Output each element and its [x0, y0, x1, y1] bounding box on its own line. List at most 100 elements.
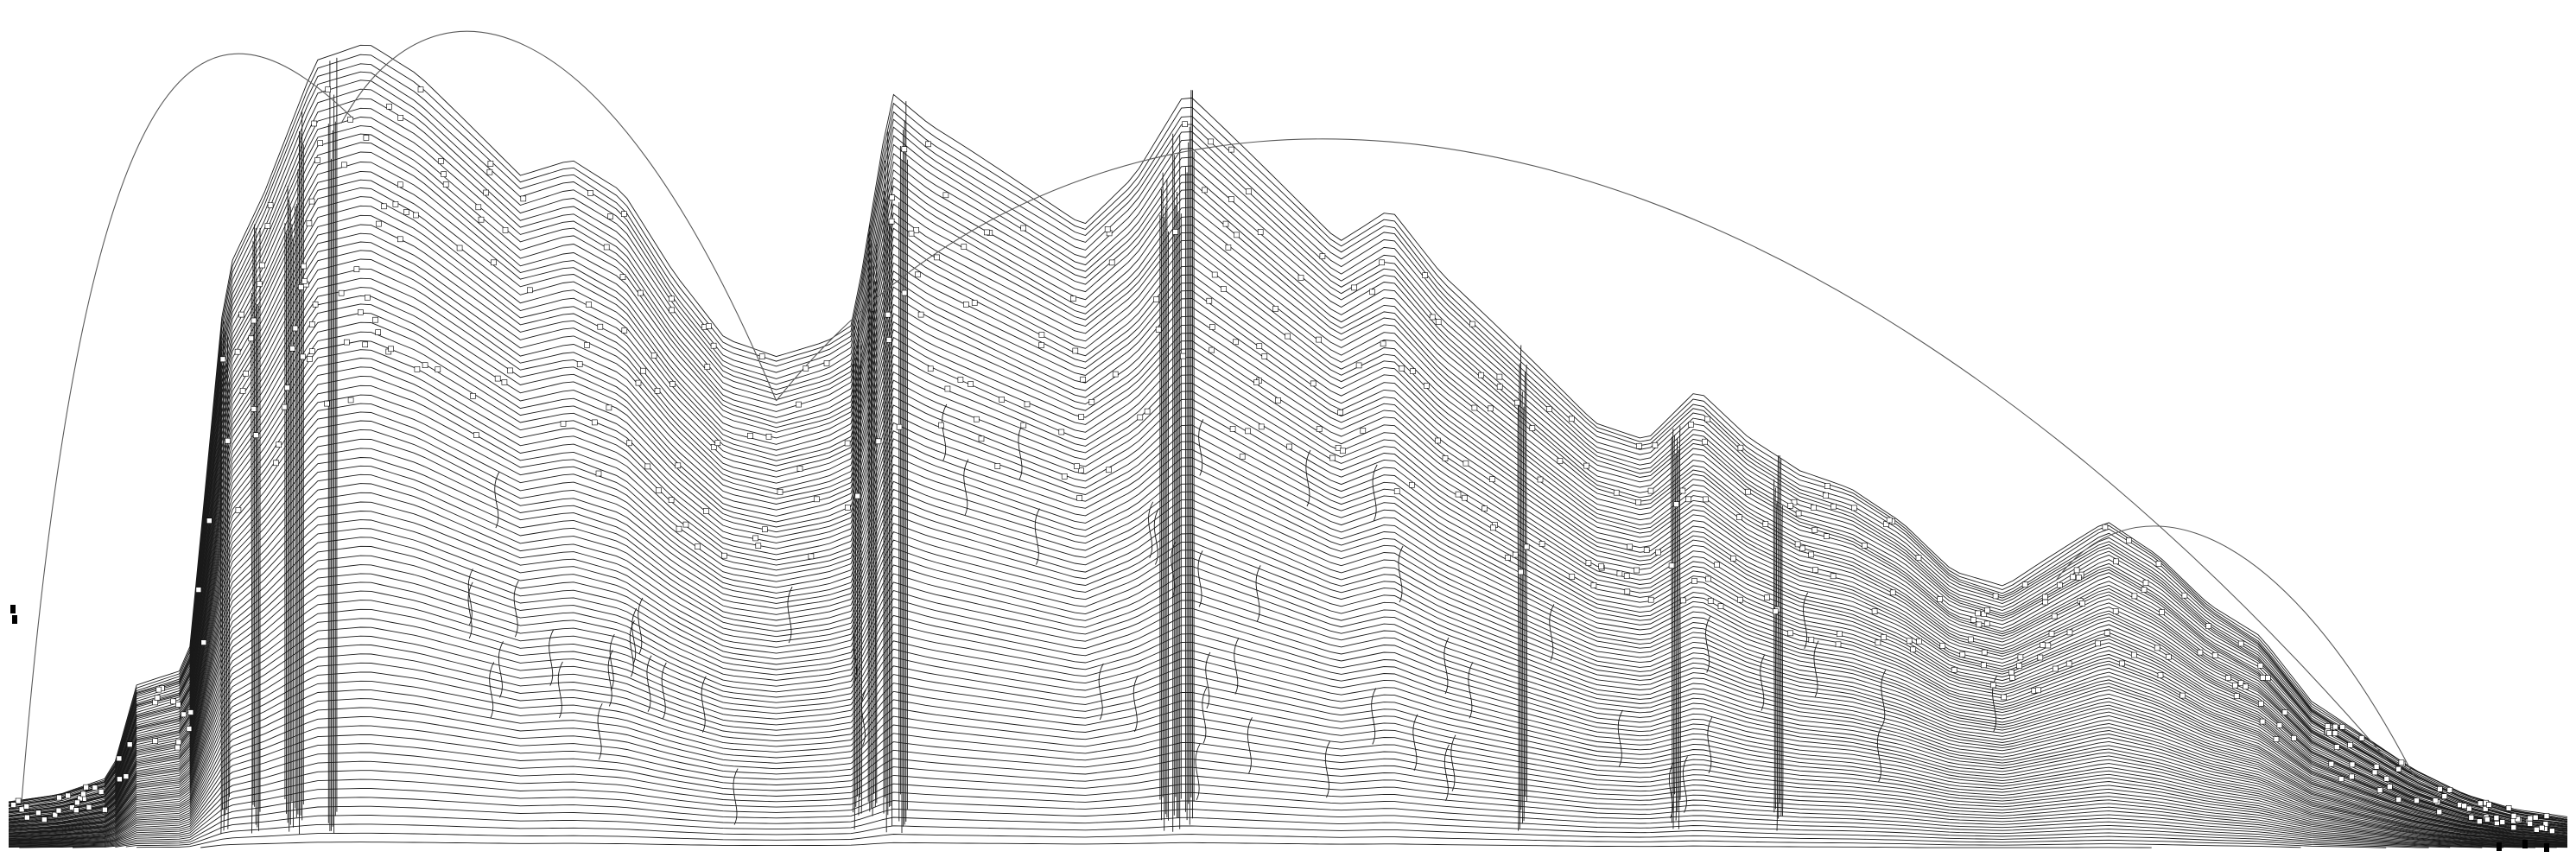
graph-node — [1519, 569, 1524, 575]
graph-node — [284, 385, 289, 391]
graph-node — [943, 193, 949, 198]
graph-node — [1627, 544, 1633, 550]
graph-node — [1976, 611, 1981, 616]
graph-node — [939, 422, 944, 428]
graph-node — [2018, 655, 2023, 660]
graph-node — [1228, 196, 1234, 201]
graph-node — [1737, 515, 1742, 520]
vertical-edge — [900, 146, 901, 794]
graph-node — [1021, 422, 1026, 428]
graph-node — [2053, 666, 2058, 671]
graph-node — [1911, 647, 1916, 652]
graph-node — [845, 505, 850, 510]
graph-node — [443, 182, 448, 187]
graph-node — [2212, 652, 2218, 658]
graph-node — [257, 282, 262, 287]
graph-node — [176, 740, 181, 745]
graph-node — [1614, 490, 1619, 495]
graph-node — [1207, 298, 1212, 303]
graph-node — [2002, 695, 2007, 700]
graph-node — [657, 488, 662, 493]
graph-node — [1823, 492, 1828, 498]
vertical-edge — [1187, 173, 1188, 821]
graph-node — [1073, 348, 1078, 353]
graph-node — [358, 309, 363, 314]
graph-node — [645, 464, 650, 469]
graph-node — [1546, 406, 1551, 411]
graph-node — [1287, 444, 1292, 449]
graph-node — [376, 330, 381, 335]
graph-node — [19, 807, 24, 812]
graph-node — [1960, 652, 1965, 658]
graph-node — [2158, 673, 2163, 678]
graph-node — [1317, 427, 1322, 432]
graph-node — [2180, 693, 2186, 698]
graph-node — [961, 245, 967, 250]
graph-node — [2036, 688, 2041, 693]
graph-node — [1824, 484, 1830, 489]
graph-node — [2206, 624, 2211, 629]
graph-node — [1275, 397, 1280, 403]
graph-node — [1077, 495, 1082, 500]
graph-node — [387, 104, 392, 109]
graph-node — [1514, 400, 1520, 405]
graph-node — [1634, 568, 1640, 573]
vertical-edge — [329, 60, 330, 831]
graph-node — [239, 312, 244, 317]
graph-node — [1039, 342, 1044, 347]
graph-node — [2329, 761, 2334, 766]
graph-node — [301, 264, 307, 269]
graph-node — [2528, 816, 2533, 821]
graph-node — [1703, 497, 1708, 502]
graph-node — [974, 416, 979, 422]
graph-node — [2494, 816, 2499, 821]
vertical-edge — [297, 169, 298, 814]
graph-node — [1689, 422, 1694, 427]
graph-node — [655, 388, 660, 393]
graph-node — [1221, 286, 1226, 291]
graph-node — [1836, 642, 1841, 647]
graph-node — [1890, 590, 1895, 595]
graph-node — [2057, 582, 2062, 588]
graph-node — [1173, 229, 1178, 234]
vertical-edge — [303, 144, 304, 804]
graph-node — [1985, 607, 1990, 613]
graph-node — [1107, 467, 1112, 473]
sink-node — [2544, 843, 2549, 852]
graph-node — [814, 497, 819, 502]
graph-node — [473, 433, 479, 438]
vertical-edge — [1165, 207, 1166, 815]
graph-node — [1788, 503, 1793, 508]
graph-node — [885, 312, 891, 317]
graph-node — [439, 159, 444, 164]
graph-node — [1259, 424, 1264, 429]
graph-node — [1341, 448, 1346, 454]
vertical-edge — [1159, 215, 1160, 800]
graph-node — [1411, 369, 1416, 374]
graph-node — [265, 224, 270, 229]
vertical-edge — [254, 225, 255, 807]
graph-node — [796, 402, 802, 407]
graph-node — [1907, 638, 1912, 644]
graph-node — [2104, 631, 2110, 636]
graph-node — [2549, 829, 2554, 834]
graph-node — [958, 378, 963, 383]
graph-node — [1430, 314, 1435, 320]
graph-node — [348, 117, 353, 122]
graph-node — [561, 421, 566, 426]
graph-node — [889, 219, 894, 224]
vertical-edge — [1185, 167, 1186, 812]
graph-node — [24, 815, 29, 820]
vertical-edge — [1188, 143, 1189, 804]
graph-node — [1472, 405, 1477, 410]
graph-node — [502, 379, 507, 384]
graph-node — [669, 308, 675, 313]
graph-node — [1812, 568, 1818, 573]
graph-node — [1285, 334, 1291, 339]
graph-node — [2534, 827, 2539, 832]
graph-node — [1715, 562, 1720, 568]
graph-node — [1938, 597, 1943, 602]
graph-node — [669, 498, 674, 503]
graph-node — [1226, 245, 1231, 250]
vertical-edge — [876, 245, 877, 804]
